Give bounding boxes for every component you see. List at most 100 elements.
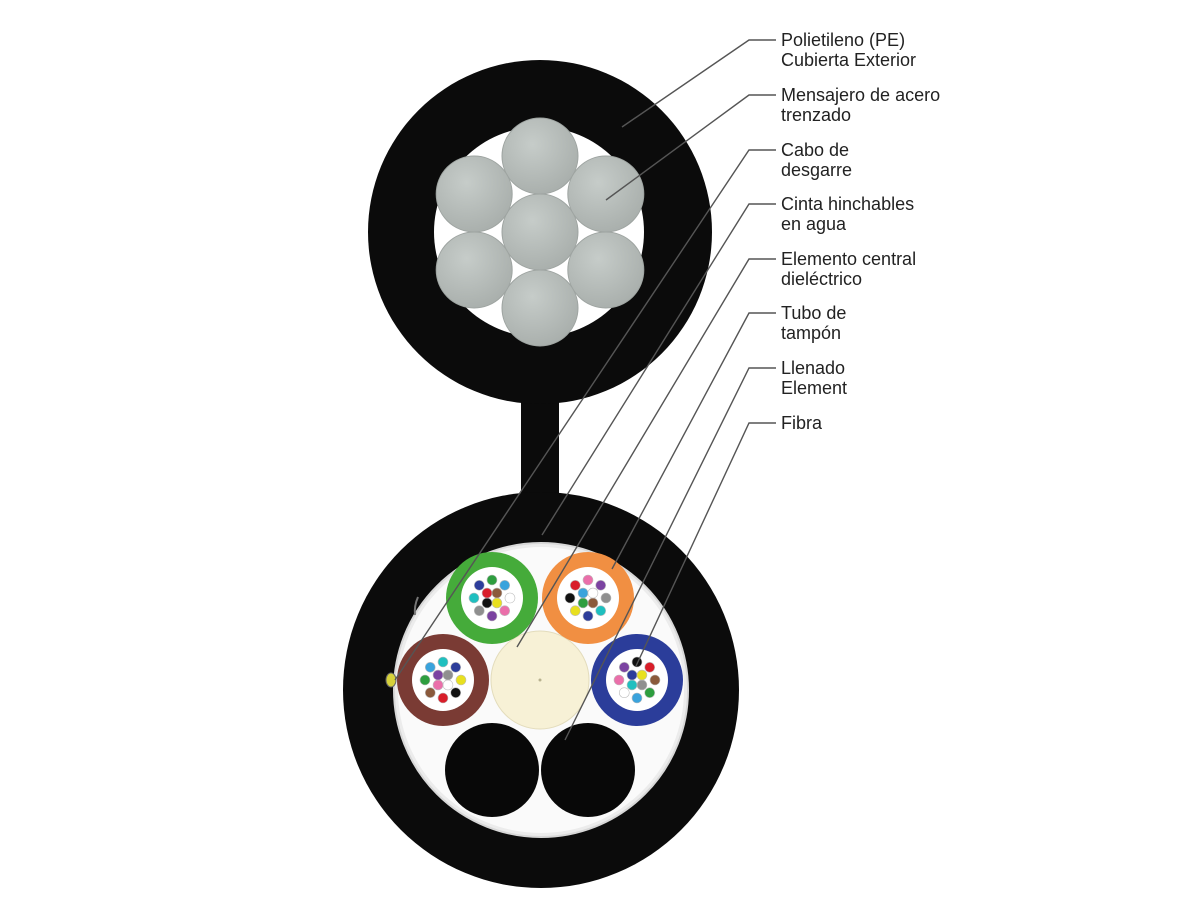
leader-line-buffer-tube — [611, 312, 776, 570]
optical-fiber — [618, 661, 630, 673]
label-line: Element — [781, 378, 848, 398]
optical-fiber — [419, 674, 431, 686]
optical-fiber — [600, 592, 612, 604]
ripcord — [385, 672, 397, 688]
optical-fiber — [649, 674, 661, 686]
optical-fiber — [569, 579, 581, 591]
optical-fiber — [473, 605, 485, 617]
label-line: Polietileno (PE) — [781, 30, 906, 50]
optical-fiber — [499, 605, 511, 617]
optical-fiber — [442, 679, 454, 691]
leader-line-pe-jacket — [621, 39, 776, 128]
label-line: Fibra — [781, 413, 823, 433]
label-ripcord: Cabo de desgarre — [781, 140, 1181, 180]
label-central-element: Elemento central dieléctrico — [781, 249, 1181, 289]
leader-line-filler — [564, 367, 776, 741]
fiber-cable-section — [343, 492, 739, 888]
optical-fiber — [569, 605, 581, 617]
buffer-tube — [397, 634, 489, 726]
leader-lines — [394, 39, 776, 741]
optical-fiber — [587, 597, 599, 609]
steel-strand — [435, 155, 513, 233]
label-line: en agua — [781, 214, 847, 234]
optical-fiber — [473, 579, 485, 591]
optical-fiber — [491, 597, 503, 609]
optical-fiber — [486, 574, 498, 586]
optical-fiber — [437, 656, 449, 668]
optical-fiber — [631, 692, 643, 704]
central-member-core — [538, 678, 542, 682]
steel-strand — [567, 231, 645, 309]
neck-web — [521, 390, 559, 510]
optical-fiber — [626, 669, 638, 681]
optical-fiber — [450, 687, 462, 699]
filler-rod — [445, 723, 539, 817]
leader-line-fiber — [635, 422, 776, 667]
optical-fiber — [491, 587, 503, 599]
label-line: Cinta hinchables — [781, 194, 915, 214]
leader-line-central-element — [516, 258, 776, 648]
optical-fiber — [442, 669, 454, 681]
label-line: trenzado — [781, 105, 852, 125]
optical-fiber — [582, 574, 594, 586]
label-line: Cabo de — [781, 140, 850, 160]
optical-fiber — [618, 687, 630, 699]
steel-strand — [501, 269, 579, 347]
optical-fiber — [437, 692, 449, 704]
optical-fiber — [424, 661, 436, 673]
label-filler-element: Llenado Element — [781, 358, 1181, 398]
optical-fiber — [455, 674, 467, 686]
buffer-tube — [542, 552, 634, 644]
label-fiber: Fibra — [781, 413, 1181, 433]
steel-strand — [435, 231, 513, 309]
optical-fiber — [636, 669, 648, 681]
leader-line-water-tape — [541, 203, 776, 536]
optical-fiber — [644, 687, 656, 699]
label-line: Cubierta Exterior — [781, 50, 917, 70]
optical-fiber — [450, 661, 462, 673]
buffer-tubes — [397, 552, 683, 726]
label-line: Mensajero de acero — [781, 85, 941, 105]
label-steel-messenger: Mensajero de acero trenzado — [781, 85, 1181, 125]
label-line: Tubo de — [781, 303, 847, 323]
label-line: desgarre — [781, 160, 853, 180]
optical-fiber — [468, 592, 480, 604]
optical-fiber — [504, 592, 516, 604]
leader-line-ripcord — [394, 149, 776, 681]
label-line: Llenado — [781, 358, 846, 378]
steel-strands — [435, 117, 645, 347]
label-pe-outer-jacket: Polietileno (PE) Cubierta Exterior — [781, 30, 1181, 70]
ripcord-slit — [413, 596, 419, 616]
optical-fiber — [577, 597, 589, 609]
filler-rod — [541, 723, 635, 817]
buffer-tube — [591, 634, 683, 726]
optical-fiber — [626, 679, 638, 691]
optical-fiber — [595, 605, 607, 617]
messenger-section — [368, 60, 712, 510]
optical-fiber — [587, 587, 599, 599]
optical-fiber — [481, 597, 493, 609]
optical-fiber — [564, 592, 576, 604]
optical-fiber — [432, 669, 444, 681]
label-line: Elemento central — [781, 249, 917, 269]
buffer-tube — [446, 552, 538, 644]
optical-fiber — [424, 687, 436, 699]
steel-strand — [501, 193, 579, 271]
optical-fiber — [636, 679, 648, 691]
steel-strand — [567, 155, 645, 233]
label-water-swellable-tape: Cinta hinchables en agua — [781, 194, 1181, 234]
steel-strand — [501, 117, 579, 195]
label-line: dieléctrico — [781, 269, 863, 289]
optical-fiber — [481, 587, 493, 599]
optical-fiber — [582, 610, 594, 622]
optical-fiber — [577, 587, 589, 599]
optical-fiber — [432, 679, 444, 691]
optical-fiber — [595, 579, 607, 591]
optical-fiber — [486, 610, 498, 622]
optical-fiber — [613, 674, 625, 686]
leader-line-steel-messenger — [605, 94, 776, 201]
optical-fiber — [499, 579, 511, 591]
label-line: tampón — [781, 323, 842, 343]
